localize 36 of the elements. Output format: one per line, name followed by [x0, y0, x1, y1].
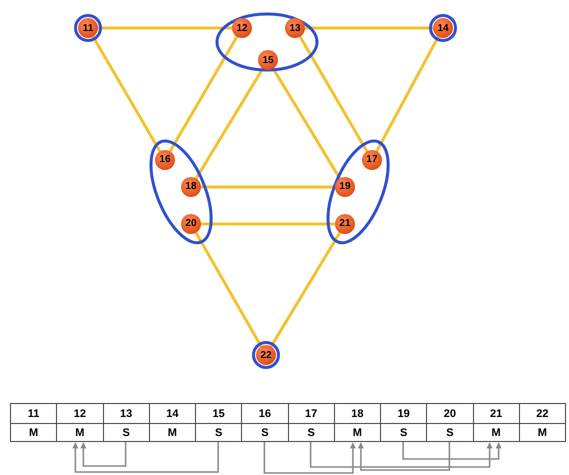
ring [252, 341, 280, 369]
numbered-circle: 22 [256, 345, 276, 365]
connector-line [270, 232, 342, 348]
role-cell: M [518, 423, 566, 442]
arrow [402, 442, 502, 460]
arrow [358, 442, 450, 471]
numbered-circle: 14 [433, 18, 453, 38]
connector-line [194, 232, 262, 348]
arrow [264, 442, 356, 474]
connector-line [375, 36, 440, 152]
numbered-circle: 17 [362, 150, 382, 170]
connector-line [200, 222, 335, 226]
column-header: 11 [10, 403, 58, 424]
ring [429, 14, 457, 42]
ring [74, 14, 102, 42]
numbered-circle: 19 [334, 176, 355, 197]
numbered-circle: 21 [334, 214, 355, 234]
column-header: 22 [518, 403, 566, 424]
numbered-circle: 16 [154, 150, 175, 170]
arrow [72, 442, 219, 473]
numbered-circle: 12 [232, 18, 252, 38]
connector-line [305, 26, 433, 30]
numbered-circle: 20 [180, 214, 201, 234]
connector-line [298, 36, 368, 152]
arrow [80, 442, 126, 467]
numbered-circle: 18 [180, 176, 201, 197]
numbered-circle: 15 [258, 50, 278, 70]
connector-line [168, 36, 238, 152]
connector-line [200, 185, 335, 188]
connector-line [92, 36, 162, 152]
numbered-circle: 11 [78, 18, 98, 38]
connector-line [194, 68, 264, 180]
arrow [310, 442, 493, 468]
numbered-circle: 13 [285, 18, 305, 38]
role-cell: M [10, 423, 58, 442]
connector-line [98, 26, 232, 30]
